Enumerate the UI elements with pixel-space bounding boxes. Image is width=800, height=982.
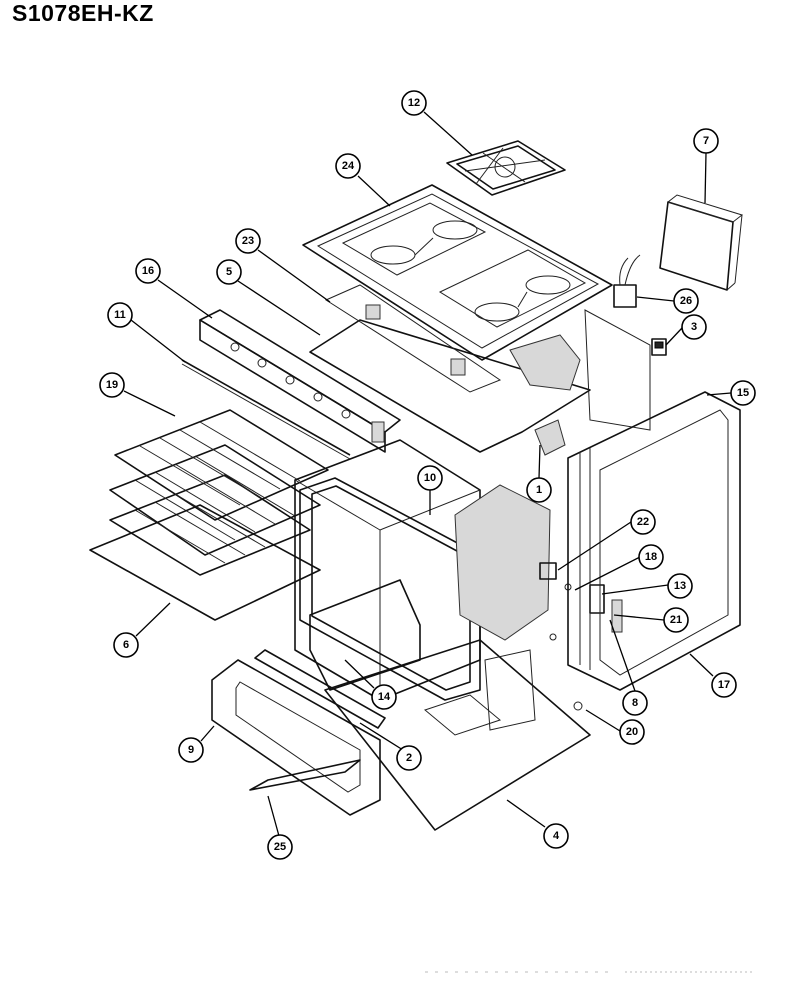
side-panel [567, 391, 741, 691]
callout-4: 4 [543, 823, 569, 849]
callout-label-6: 6 [123, 639, 129, 651]
insulation [509, 334, 581, 456]
callout-25: 25 [267, 834, 293, 860]
floor-plate [423, 694, 502, 736]
callout-16: 16 [135, 258, 161, 284]
callout-label-21: 21 [670, 614, 682, 626]
callout-label-13: 13 [674, 580, 686, 592]
callout-10: 10 [417, 465, 443, 491]
callout-label-24: 24 [342, 160, 355, 172]
callout-label-23: 23 [242, 235, 254, 247]
drawer-rail [254, 649, 386, 729]
callout-label-11: 11 [114, 309, 126, 321]
callout-label-8: 8 [632, 697, 638, 709]
callout-label-15: 15 [737, 387, 749, 399]
callout-22: 22 [630, 509, 656, 535]
oven-bottom-panel [89, 504, 321, 621]
callout-label-5: 5 [226, 266, 232, 278]
callout-3: 3 [681, 314, 707, 340]
control-panel [199, 309, 401, 453]
callout-label-3: 3 [691, 321, 697, 333]
callout-label-19: 19 [106, 379, 118, 391]
callout-6: 6 [113, 632, 139, 658]
ignition-components [539, 562, 623, 711]
thermostat [613, 254, 641, 308]
callout-label-4: 4 [553, 830, 560, 842]
callout-label-25: 25 [274, 841, 286, 853]
callout-label-16: 16 [142, 265, 154, 277]
callout-7: 7 [693, 128, 719, 154]
callout-label-18: 18 [645, 551, 657, 563]
callout-21: 21 [663, 607, 689, 633]
callout-11: 11 [107, 302, 133, 328]
burner-grate [446, 140, 566, 196]
oven-insulation [454, 484, 551, 641]
oven-racks [109, 409, 329, 576]
callout-label-10: 10 [424, 472, 436, 484]
callout-14: 14 [371, 684, 397, 710]
callouts: 12 7 24 23 16 5 26 11 3 19 15 10 1 22 18… [99, 90, 756, 860]
callout-2: 2 [396, 745, 422, 771]
page-title: S1078EH-KZ [12, 0, 154, 26]
callout-label-9: 9 [188, 744, 194, 756]
callout-12: 12 [401, 90, 427, 116]
callout-label-1: 1 [536, 484, 542, 496]
callout-label-7: 7 [703, 135, 709, 147]
door-gasket [299, 477, 481, 701]
callout-label-22: 22 [637, 516, 649, 528]
callout-15: 15 [730, 380, 756, 406]
callout-label-20: 20 [626, 726, 638, 738]
callout-label-17: 17 [718, 679, 730, 691]
callout-label-12: 12 [408, 97, 420, 109]
oven-cavity [294, 439, 481, 701]
callout-label-2: 2 [406, 752, 412, 764]
trim-strip-edge [181, 363, 351, 460]
callout-19: 19 [99, 372, 125, 398]
base-pan [324, 639, 591, 831]
switch [651, 338, 667, 356]
burner-box [484, 649, 536, 731]
manifold-panel [309, 284, 591, 453]
callout-9: 9 [178, 737, 204, 763]
callout-8: 8 [622, 690, 648, 716]
callout-label-14: 14 [378, 691, 391, 703]
callout-18: 18 [638, 544, 664, 570]
callout-20: 20 [619, 719, 645, 745]
callout-24: 24 [335, 153, 361, 179]
part-drawings [89, 140, 744, 831]
callout-label-26: 26 [680, 295, 692, 307]
leader-lines [123, 111, 732, 837]
callout-17: 17 [711, 672, 737, 698]
drawer-front [211, 659, 381, 816]
callout-23: 23 [235, 228, 261, 254]
drawer-slide [249, 759, 361, 791]
trim-strip [181, 359, 351, 456]
callout-1: 1 [526, 477, 552, 503]
callout-26: 26 [673, 288, 699, 314]
callout-13: 13 [667, 573, 693, 599]
cabinet-back [584, 309, 651, 431]
cooktop [302, 184, 613, 361]
callout-5: 5 [216, 259, 242, 285]
backguard [659, 194, 744, 291]
